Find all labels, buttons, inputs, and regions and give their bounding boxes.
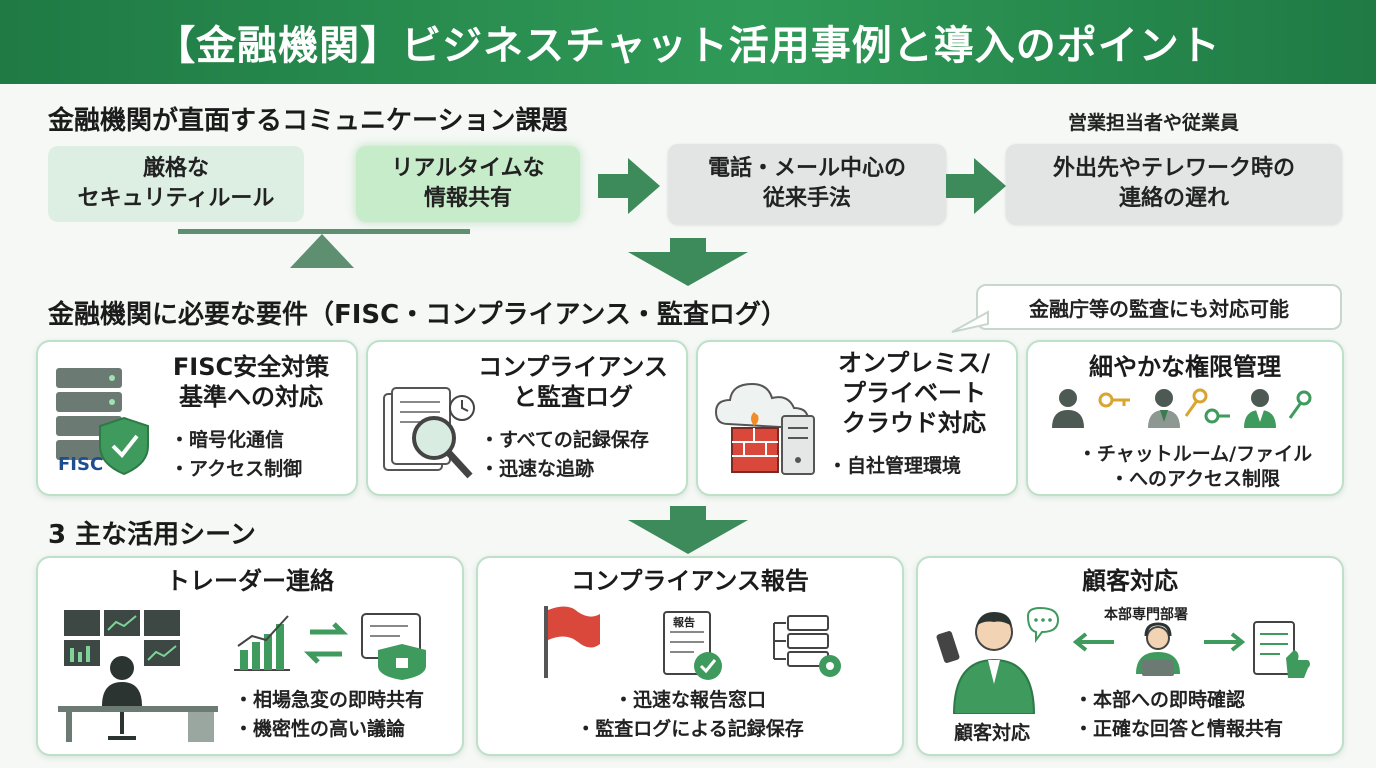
- staff-label: 営業担当者や従業員: [1068, 112, 1240, 134]
- scene-card-title: 顧客対応: [1082, 567, 1178, 595]
- customer-service-label: 顧客対応: [954, 722, 1031, 744]
- callout-tail: [951, 310, 989, 333]
- arrow-down-icon: [628, 238, 748, 286]
- req-card-bullets: 暗号化通信 アクセス制御: [170, 426, 302, 485]
- chart-exchange-lock-icon: [234, 613, 426, 680]
- audit-callout: 金融庁等の監査にも対応可能: [976, 284, 1342, 330]
- req-card-title: オンプレミス/プライベートクラウド対応: [837, 349, 991, 437]
- cloud-firewall-server-icon: [714, 382, 815, 475]
- requirements-title: 金融機関に必要な要件（FISC・コンプライアンス・監査ログ）: [48, 300, 787, 330]
- balance-fulcrum-icon: [290, 234, 354, 268]
- arrow-down-icon: [628, 506, 748, 554]
- req-card-bullets: チャットルーム/ファイル へのアクセス制限: [1050, 440, 1340, 495]
- hq-operator-exchange-icon: [1072, 621, 1310, 678]
- report-check-icon: [663, 611, 722, 680]
- scene-card-trader: トレーダー連絡 相場急変の即時共有 機密性の高い議論: [36, 556, 464, 756]
- scene-card-title: トレーダー連絡: [166, 567, 334, 595]
- delay-box: 外出先やテレワーク時の連絡の遅れ: [1006, 144, 1342, 224]
- req-card-title: FISC安全対策基準への対応: [172, 353, 330, 411]
- scenes-title: 3 主な活用シーン: [48, 520, 256, 550]
- scene-card-compliance: コンプライアンス報告 報告 迅速な報告窓口 監査ログによる記録保存: [476, 556, 904, 756]
- scene-card-bullets: 迅速な報告窓口 監査ログによる記録保存: [558, 686, 822, 745]
- req-card-bullets: すべての記録保存 迅速な追跡: [480, 426, 649, 485]
- log-server-gear-icon: [773, 615, 841, 677]
- document-magnifier-icon: [383, 387, 475, 479]
- fisc-label: FISC: [58, 454, 104, 475]
- req-card-bullets: 自社管理環境: [828, 452, 961, 481]
- scene-card-title: コンプライアンス報告: [571, 567, 809, 595]
- challenges-title: 金融機関が直面するコミュニケーション課題: [48, 106, 568, 136]
- page-title-banner: 【金融機関】ビジネスチャット活用事例と導入のポイント: [0, 0, 1376, 84]
- security-rule-box: 厳格なセキュリティルール: [48, 146, 304, 222]
- hq-label: 本部専門部署: [1104, 607, 1188, 623]
- req-card-permissions: 細やかな権限管理 チャットルーム/ファイル へのアクセス制限: [1026, 340, 1344, 496]
- page-title: 【金融機関】ビジネスチャット活用事例と導入のポイント: [155, 23, 1221, 69]
- scene-card-customer: 顧客対応 顧客対応 本部専門部署 本部への即時確認 正確な回答と情報共有: [916, 556, 1344, 756]
- req-card-title: コンプライアンスと監査ログ: [478, 353, 668, 411]
- arrow-right-icon: [946, 158, 1006, 214]
- trader-desk-icon: [58, 610, 218, 742]
- scene-card-bullets: 本部への即時確認 正確な回答と情報共有: [1074, 686, 1283, 745]
- scene-card-bullets: 相場急変の即時共有 機密性の高い議論: [234, 686, 424, 745]
- server-shield-icon: [56, 368, 149, 476]
- balance-beam: [178, 229, 470, 234]
- customer-service-person-icon: [936, 606, 1060, 714]
- user-key-icons: [1052, 388, 1312, 428]
- realtime-sharing-box: リアルタイムな情報共有: [356, 146, 580, 222]
- arrow-right-icon: [598, 158, 660, 214]
- red-flag-icon: [544, 606, 600, 678]
- report-label: 報告: [673, 616, 695, 629]
- req-card-title: 細やかな権限管理: [1089, 353, 1281, 381]
- legacy-method-box: 電話・メール中心の従来手法: [668, 144, 946, 224]
